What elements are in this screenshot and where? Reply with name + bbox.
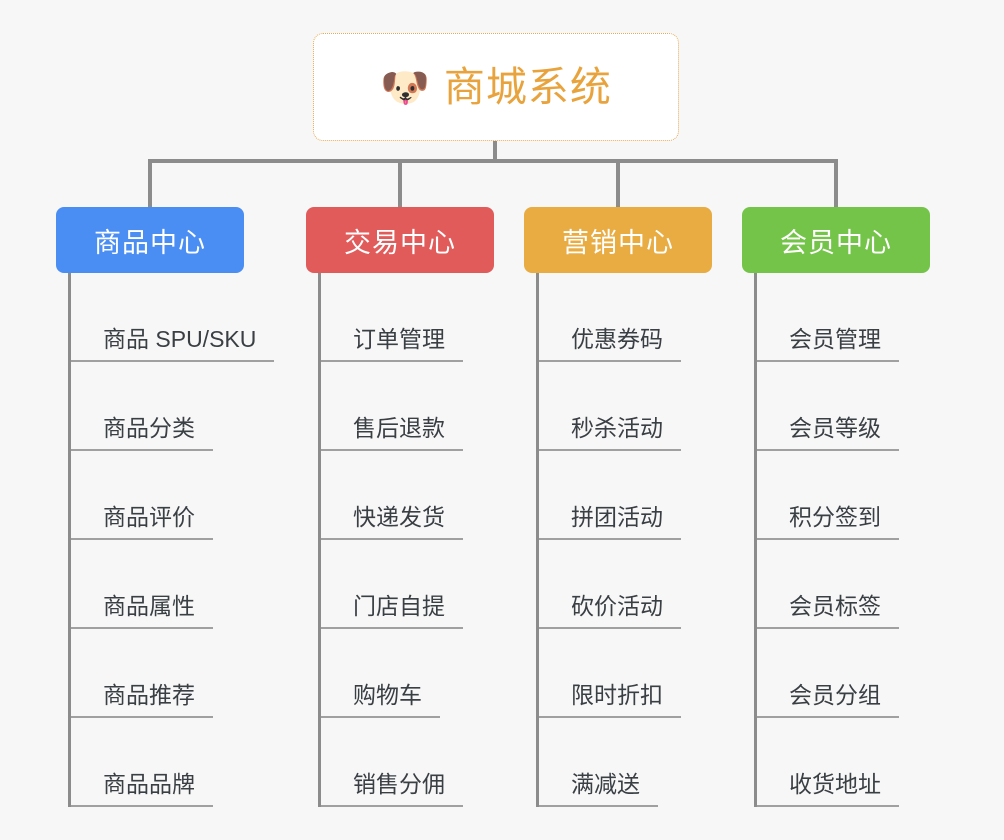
branch-column-member: 会员中心 会员管理 会员等级 积分签到 会员标签 会员分组 收货地址: [742, 207, 930, 807]
list-item[interactable]: 购物车: [321, 629, 494, 718]
leaf-label: 优惠券码: [539, 326, 681, 362]
list-item[interactable]: 商品品牌: [71, 718, 274, 807]
list-item[interactable]: 销售分佣: [321, 718, 494, 807]
branch-column-marketing: 营销中心 优惠券码 秒杀活动 拼团活动 砍价活动 限时折扣 满减送: [524, 207, 712, 807]
list-item[interactable]: 拼团活动: [539, 451, 712, 540]
leaf-label: 砍价活动: [539, 593, 681, 629]
leaf-label: 订单管理: [321, 326, 463, 362]
leaf-label: 收货地址: [757, 771, 899, 807]
leaf-label: 商品品牌: [71, 771, 213, 807]
shiba-dog-face-icon: 🐶: [380, 66, 430, 110]
leaf-label: 会员管理: [757, 326, 899, 362]
list-item[interactable]: 订单管理: [321, 273, 494, 362]
list-item[interactable]: 售后退款: [321, 362, 494, 451]
list-item[interactable]: 限时折扣: [539, 629, 712, 718]
leaf-label: 秒杀活动: [539, 415, 681, 451]
leaf-label: 会员分组: [757, 682, 899, 718]
connector-drop-4: [834, 159, 838, 209]
branch-header-member[interactable]: 会员中心: [742, 207, 930, 273]
leaf-label: 会员标签: [757, 593, 899, 629]
list-item[interactable]: 会员管理: [757, 273, 930, 362]
branch-column-trade: 交易中心 订单管理 售后退款 快递发货 门店自提 购物车 销售分佣: [306, 207, 494, 807]
leaf-label: 商品推荐: [71, 682, 213, 718]
connector-drop-3: [616, 159, 620, 209]
branch-column-product: 商品中心 商品 SPU/SKU 商品分类 商品评价 商品属性 商品推荐 商品品牌: [56, 207, 275, 807]
list-item[interactable]: 会员分组: [757, 629, 930, 718]
leaf-label: 商品 SPU/SKU: [71, 326, 275, 362]
root-node[interactable]: 🐶 商城系统: [313, 33, 679, 141]
list-item[interactable]: 会员标签: [757, 540, 930, 629]
leaf-label: 门店自提: [321, 593, 463, 629]
connector-drop-1: [148, 159, 152, 209]
leaf-label: 拼团活动: [539, 504, 681, 540]
leaf-label: 积分签到: [757, 504, 899, 540]
leaf-label: 商品评价: [71, 504, 213, 540]
leaf-label: 售后退款: [321, 415, 463, 451]
branch-header-label: 营销中心: [562, 227, 674, 258]
list-item[interactable]: 秒杀活动: [539, 362, 712, 451]
list-item[interactable]: 商品推荐: [71, 629, 274, 718]
leaf-list-member: 会员管理 会员等级 积分签到 会员标签 会员分组 收货地址: [754, 273, 930, 807]
leaf-label: 购物车: [321, 682, 440, 718]
list-item[interactable]: 门店自提: [321, 540, 494, 629]
list-item[interactable]: 快递发货: [321, 451, 494, 540]
leaf-label: 商品属性: [71, 593, 213, 629]
list-item[interactable]: 优惠券码: [539, 273, 712, 362]
list-item[interactable]: 商品属性: [71, 540, 274, 629]
connector-drop-2: [398, 159, 402, 209]
leaf-list-marketing: 优惠券码 秒杀活动 拼团活动 砍价活动 限时折扣 满减送: [536, 273, 712, 807]
list-item[interactable]: 砍价活动: [539, 540, 712, 629]
list-item[interactable]: 商品 SPU/SKU: [71, 273, 275, 362]
list-item[interactable]: 商品评价: [71, 451, 274, 540]
root-title: 商城系统: [443, 63, 612, 110]
list-item[interactable]: 商品分类: [71, 362, 274, 451]
connector-horizontal-bar: [148, 159, 838, 163]
branch-header-marketing[interactable]: 营销中心: [524, 207, 712, 273]
list-item[interactable]: 收货地址: [757, 718, 930, 807]
leaf-label: 商品分类: [71, 415, 213, 451]
leaf-label: 快递发货: [321, 504, 463, 540]
leaf-list-trade: 订单管理 售后退款 快递发货 门店自提 购物车 销售分佣: [318, 273, 494, 807]
leaf-label: 会员等级: [757, 415, 899, 451]
branch-header-product[interactable]: 商品中心: [56, 207, 244, 273]
connector-root-stem: [493, 141, 497, 163]
list-item[interactable]: 积分签到: [757, 451, 930, 540]
list-item[interactable]: 满减送: [539, 718, 712, 807]
leaf-label: 满减送: [539, 771, 658, 807]
leaf-list-product: 商品 SPU/SKU 商品分类 商品评价 商品属性 商品推荐 商品品牌: [68, 273, 275, 807]
branch-header-label: 会员中心: [780, 227, 892, 258]
branch-header-label: 商品中心: [94, 227, 206, 258]
leaf-label: 销售分佣: [321, 771, 463, 807]
branch-header-label: 交易中心: [344, 227, 456, 258]
branch-header-trade[interactable]: 交易中心: [306, 207, 494, 273]
list-item[interactable]: 会员等级: [757, 362, 930, 451]
leaf-label: 限时折扣: [539, 682, 681, 718]
